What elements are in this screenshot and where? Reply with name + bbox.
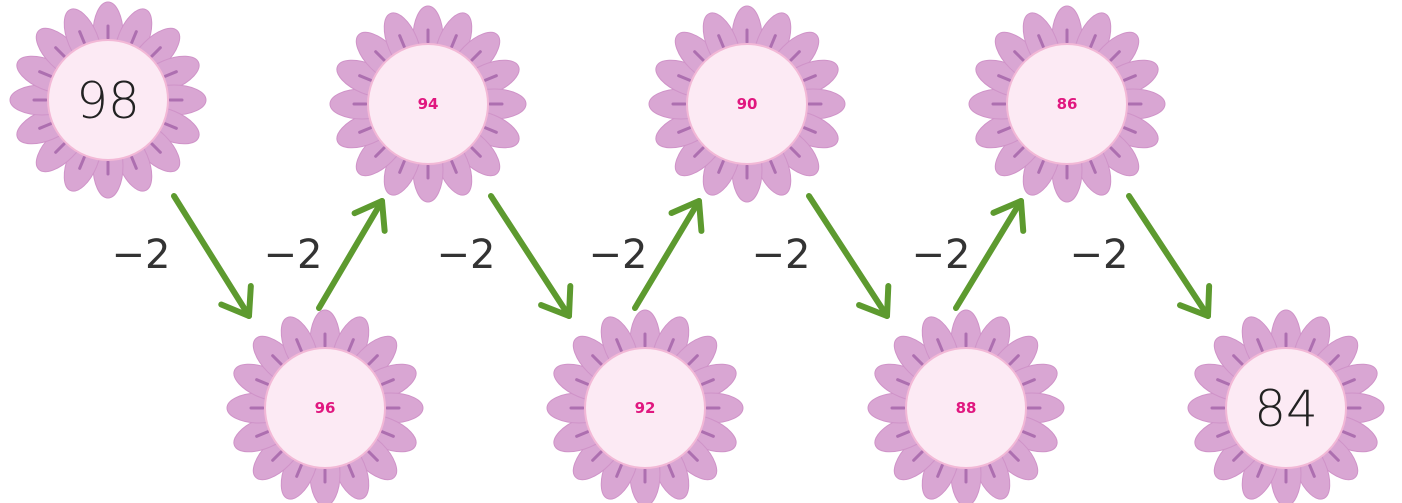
flower-value: 90: [737, 95, 758, 113]
flower-value: 86: [1057, 95, 1078, 113]
step-label: −2: [912, 232, 971, 278]
flower-value: 98: [76, 72, 140, 130]
flower-94: 94: [329, 5, 527, 203]
flower-value: 84: [1254, 380, 1318, 438]
step-arrow: [488, 193, 574, 319]
step-label: −2: [112, 232, 171, 278]
flower-88: 88: [867, 309, 1065, 503]
flower-value: 94: [418, 95, 439, 113]
step-arrow: [316, 198, 388, 311]
step-label: −2: [264, 232, 323, 278]
step-label: −2: [437, 232, 496, 278]
step-arrow: [806, 193, 892, 319]
flower-90: 90: [648, 5, 846, 203]
step-label: −2: [1070, 232, 1129, 278]
step-arrow: [171, 193, 254, 319]
step-label: −2: [589, 232, 648, 278]
flower-value: 92: [635, 399, 656, 417]
flower-96: 96: [226, 309, 424, 503]
flower-86: 86: [968, 5, 1166, 203]
step-arrow: [1126, 193, 1213, 319]
step-label: −2: [752, 232, 811, 278]
flowers-layer: 98 96 94 92 90 88 86 84: [9, 1, 1385, 503]
flower-84: 84: [1187, 309, 1385, 503]
flower-92: 92: [546, 309, 744, 503]
step-labels-layer: −2 −2 −2 −2 −2 −2 −2: [112, 232, 1129, 278]
step-arrow: [632, 198, 705, 311]
arrows-layer: [171, 193, 1213, 319]
flower-value: 88: [956, 399, 977, 417]
flower-98: 98: [9, 1, 207, 199]
step-arrow: [953, 198, 1027, 311]
flower-value: 96: [315, 399, 336, 417]
